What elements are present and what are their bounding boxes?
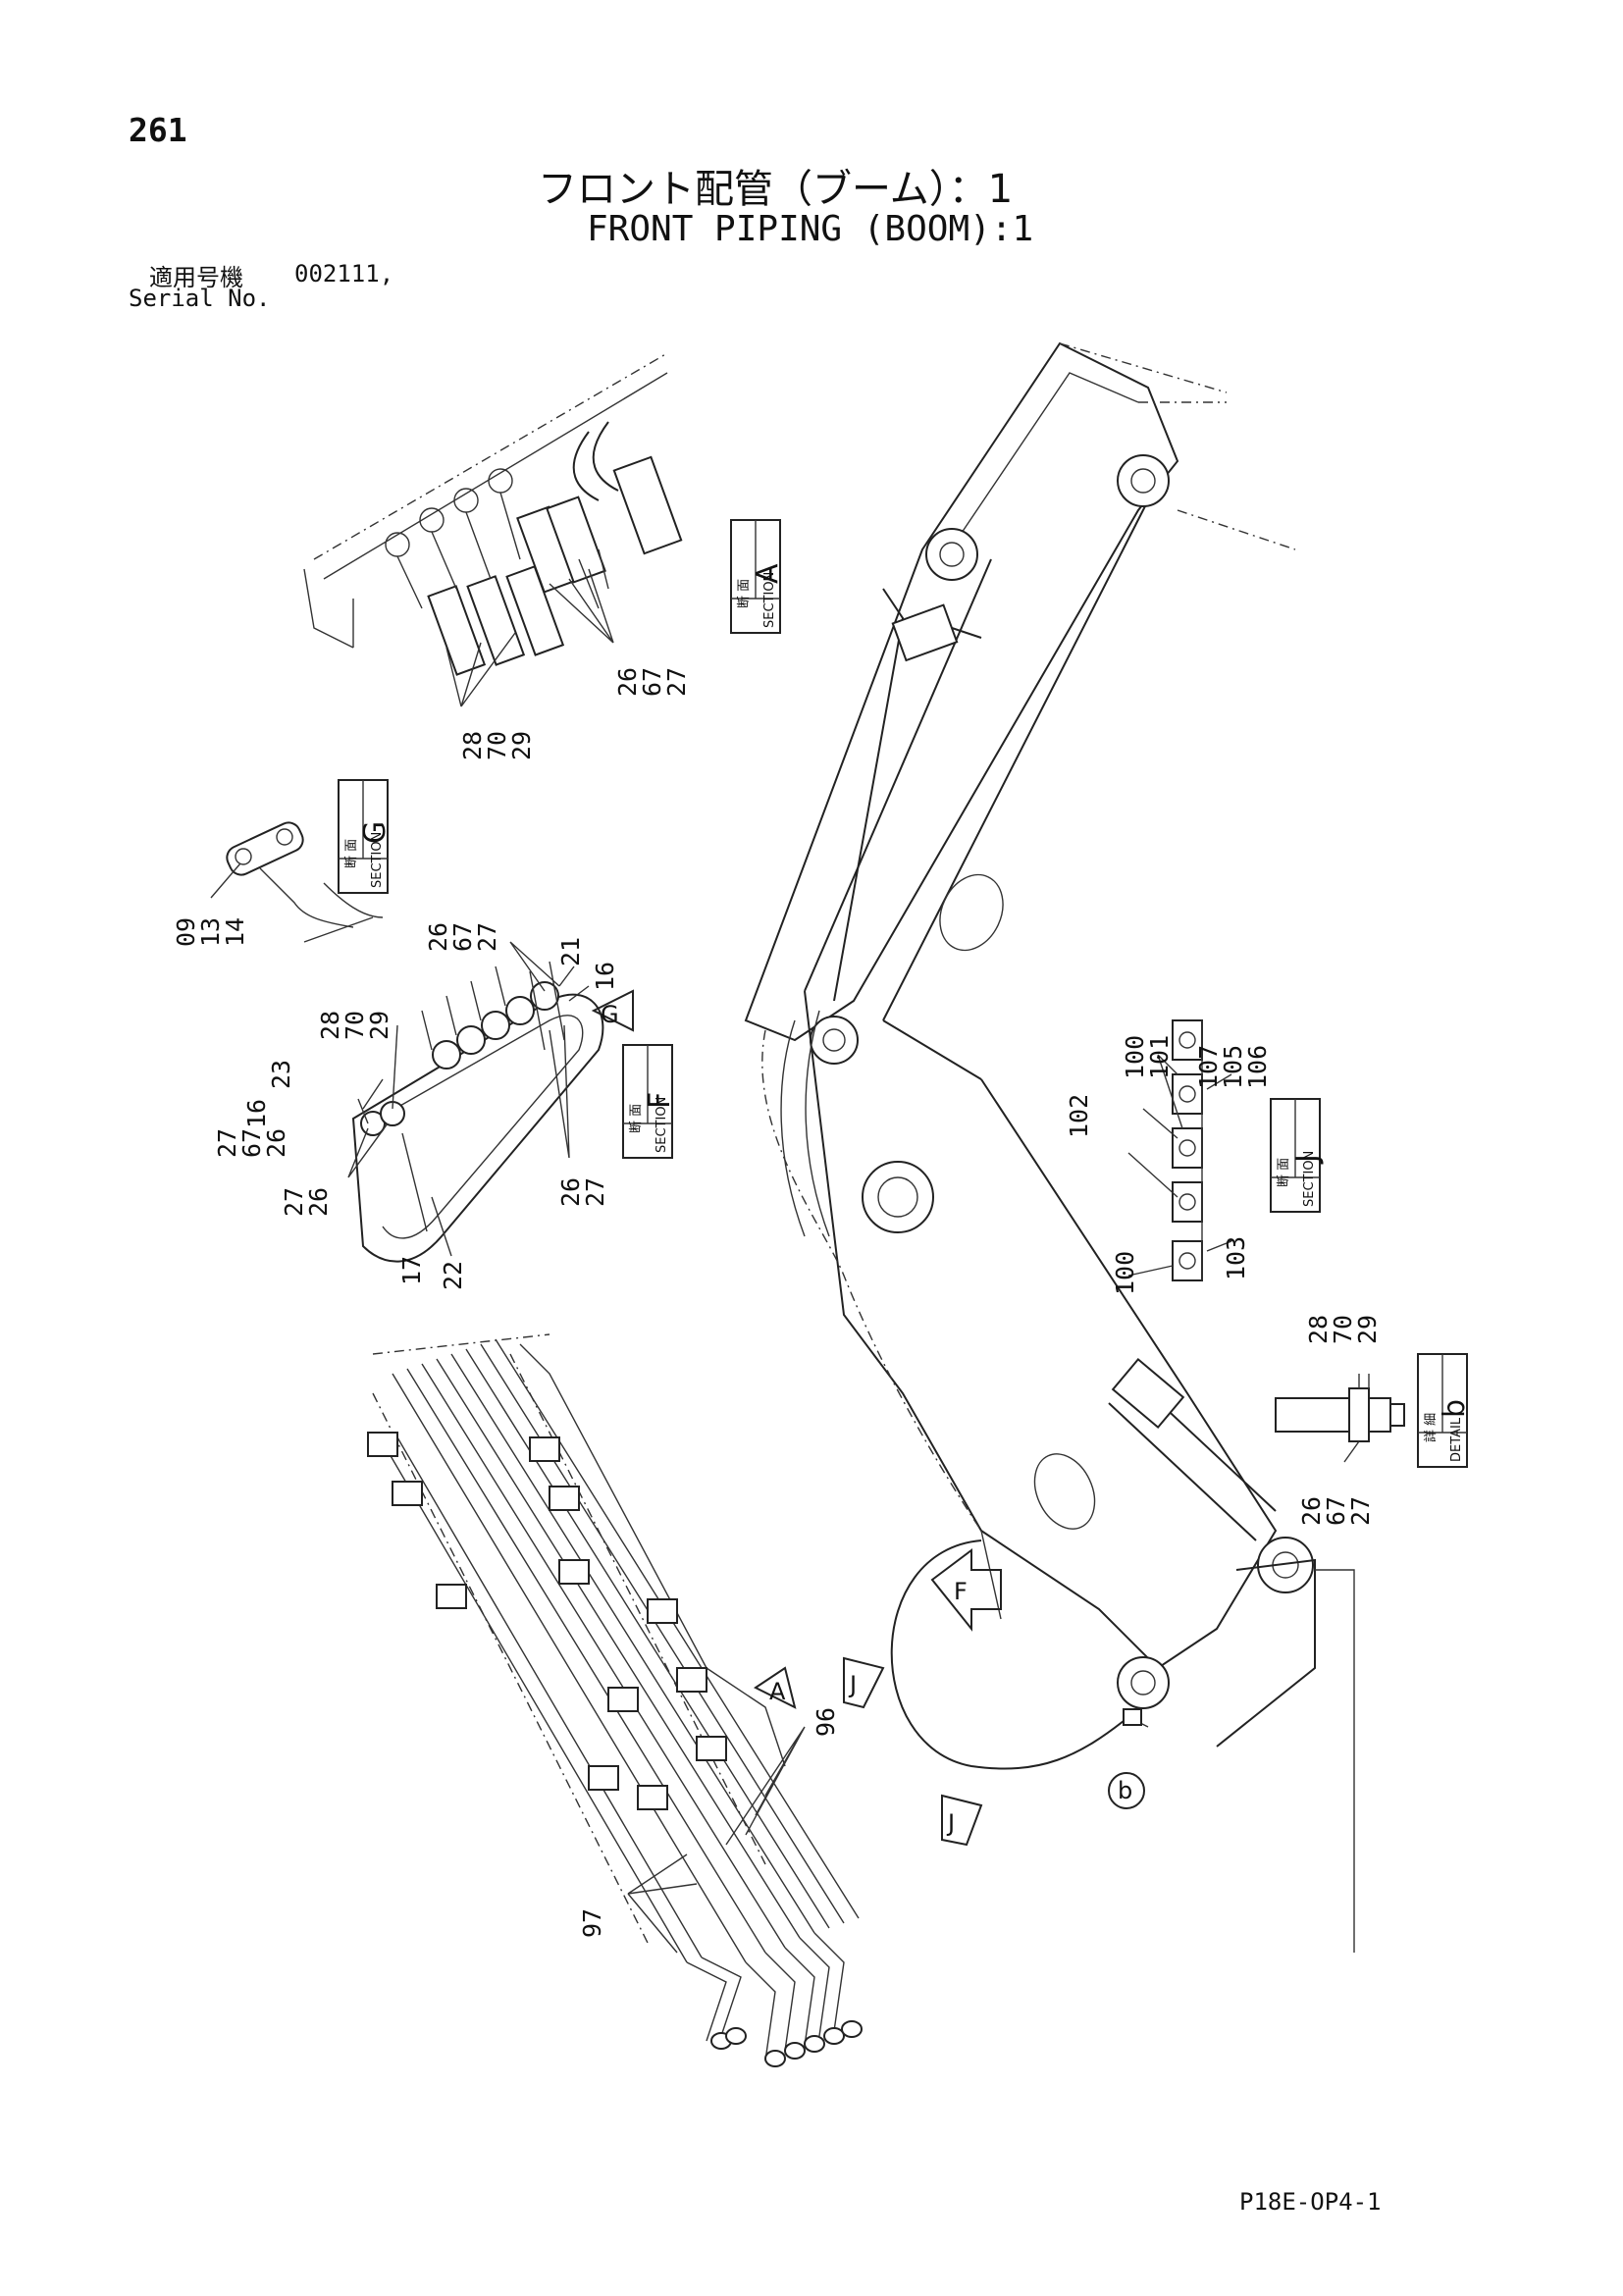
callout-f-23: 23 (267, 1060, 295, 1089)
callout-a-26-67-27: 26 (613, 667, 642, 697)
view-marker-j2: J (941, 1794, 983, 1847)
callout-j-102: 102 (1065, 1094, 1093, 1138)
view-marker-g: G (591, 989, 634, 1032)
page-title-en: FRONT PIPING (BOOM):1 (587, 209, 1034, 249)
svg-text:27: 27 (1346, 1496, 1375, 1526)
callout-p-96: 96 (812, 1707, 840, 1737)
svg-text:SECTION: SECTION (654, 1097, 669, 1153)
svg-text:断 面: 断 面 (344, 839, 359, 868)
detail-b-box: 詳 細 DETAIL b (1417, 1353, 1472, 1468)
callout-a-28-70-29: 28 (458, 731, 487, 760)
serial-label-en: Serial No. (129, 285, 271, 312)
svg-text:F: F (954, 1578, 968, 1605)
callout-j-100: 100 (1111, 1251, 1139, 1295)
svg-text:b: b (1118, 1777, 1132, 1804)
svg-text:70: 70 (483, 731, 511, 760)
svg-text:J: J (1290, 1154, 1325, 1165)
svg-text:67: 67 (638, 667, 666, 697)
view-marker-a: A (754, 1666, 797, 1709)
svg-text:断 面: 断 面 (1277, 1158, 1291, 1187)
svg-text:J: J (946, 1809, 955, 1837)
svg-text:67: 67 (237, 1128, 266, 1158)
callout-p-97: 97 (578, 1908, 606, 1938)
section-g-detail (210, 821, 384, 943)
svg-text:断 面: 断 面 (737, 579, 752, 608)
view-marker-b: b (1108, 1772, 1145, 1809)
callout-b-28-70-29: 28 (1304, 1315, 1333, 1344)
svg-text:DETAIL: DETAIL (1449, 1417, 1464, 1462)
svg-text:断 面: 断 面 (629, 1104, 644, 1133)
svg-text:G: G (601, 1001, 619, 1028)
svg-text:27: 27 (473, 922, 501, 952)
callout-j-100-101: 100 (1121, 1035, 1149, 1079)
svg-text:70: 70 (340, 1011, 369, 1040)
view-marker-j1: J (843, 1656, 885, 1709)
view-marker-f: F (930, 1548, 1002, 1632)
svg-text:29: 29 (507, 731, 536, 760)
callout-f-22: 22 (439, 1261, 467, 1290)
svg-text:SECTION: SECTION (1302, 1151, 1317, 1207)
callout-f-26-67-27-top: 26 (424, 922, 452, 952)
svg-text:67: 67 (448, 922, 477, 952)
serial-value: 002111, (294, 260, 394, 287)
svg-text:b: b (1438, 1399, 1472, 1418)
piping-bundle-view (367, 1333, 863, 2067)
svg-text:SECTION: SECTION (762, 572, 777, 628)
callout-f-27-67-26: 27 (213, 1128, 241, 1158)
svg-text:G: G (358, 821, 393, 844)
callout-f-16-left: 16 (242, 1099, 271, 1128)
svg-text:70: 70 (1329, 1315, 1357, 1344)
svg-text:詳 細: 詳 細 (1423, 1413, 1439, 1442)
svg-text:105: 105 (1219, 1045, 1247, 1089)
svg-text:14: 14 (221, 917, 249, 947)
detail-b-drawing (1275, 1374, 1405, 1463)
svg-text:13: 13 (196, 917, 225, 947)
callout-b-26-67-27: 26 (1297, 1496, 1326, 1526)
svg-text:A: A (769, 1678, 786, 1705)
callout-j-103: 103 (1222, 1236, 1250, 1280)
svg-text:27: 27 (581, 1177, 609, 1207)
callout-f-26-27-bottom: 26 (556, 1177, 585, 1207)
section-a-detail (303, 352, 683, 707)
boom-assembly (744, 341, 1355, 1953)
section-f-detail (347, 941, 604, 1263)
svg-text:A: A (751, 563, 785, 584)
svg-text:26: 26 (262, 1128, 290, 1158)
section-f-box: 断 面 SECTION F (622, 1044, 677, 1159)
svg-text:26: 26 (304, 1187, 333, 1217)
callout-f-28-70-29: 28 (316, 1011, 344, 1040)
svg-text:29: 29 (365, 1011, 393, 1040)
svg-text:27: 27 (662, 667, 691, 697)
callout-f-21: 21 (556, 937, 585, 966)
svg-text:106: 106 (1243, 1045, 1272, 1089)
section-j-box: 断 面 SECTION J (1270, 1098, 1325, 1213)
section-a-box: 断 面 SECTION A (730, 519, 785, 634)
document-code: P18E-OP4-1 (1239, 2188, 1382, 2216)
svg-text:67: 67 (1322, 1496, 1350, 1526)
svg-text:F: F (643, 1092, 677, 1109)
page-number: 261 (129, 111, 187, 149)
page-title-jp: フロント配管（ブーム）：1 (538, 167, 1014, 212)
svg-text:J: J (848, 1671, 857, 1698)
callout-j-107-105-106: 107 (1194, 1045, 1223, 1089)
serial-label-jp: 適用号機 (149, 264, 243, 291)
callout-f-16-right: 16 (591, 962, 619, 991)
svg-text:SECTION: SECTION (370, 832, 385, 888)
section-j-detail (1127, 1019, 1232, 1281)
callout-f-17: 17 (397, 1256, 426, 1285)
svg-text:101: 101 (1145, 1035, 1174, 1079)
callout-f-27-26: 27 (280, 1187, 308, 1217)
section-g-box: 断 面 SECTION G (338, 779, 393, 894)
callout-g-09-13-14: 09 (172, 917, 200, 947)
svg-text:29: 29 (1353, 1315, 1382, 1344)
